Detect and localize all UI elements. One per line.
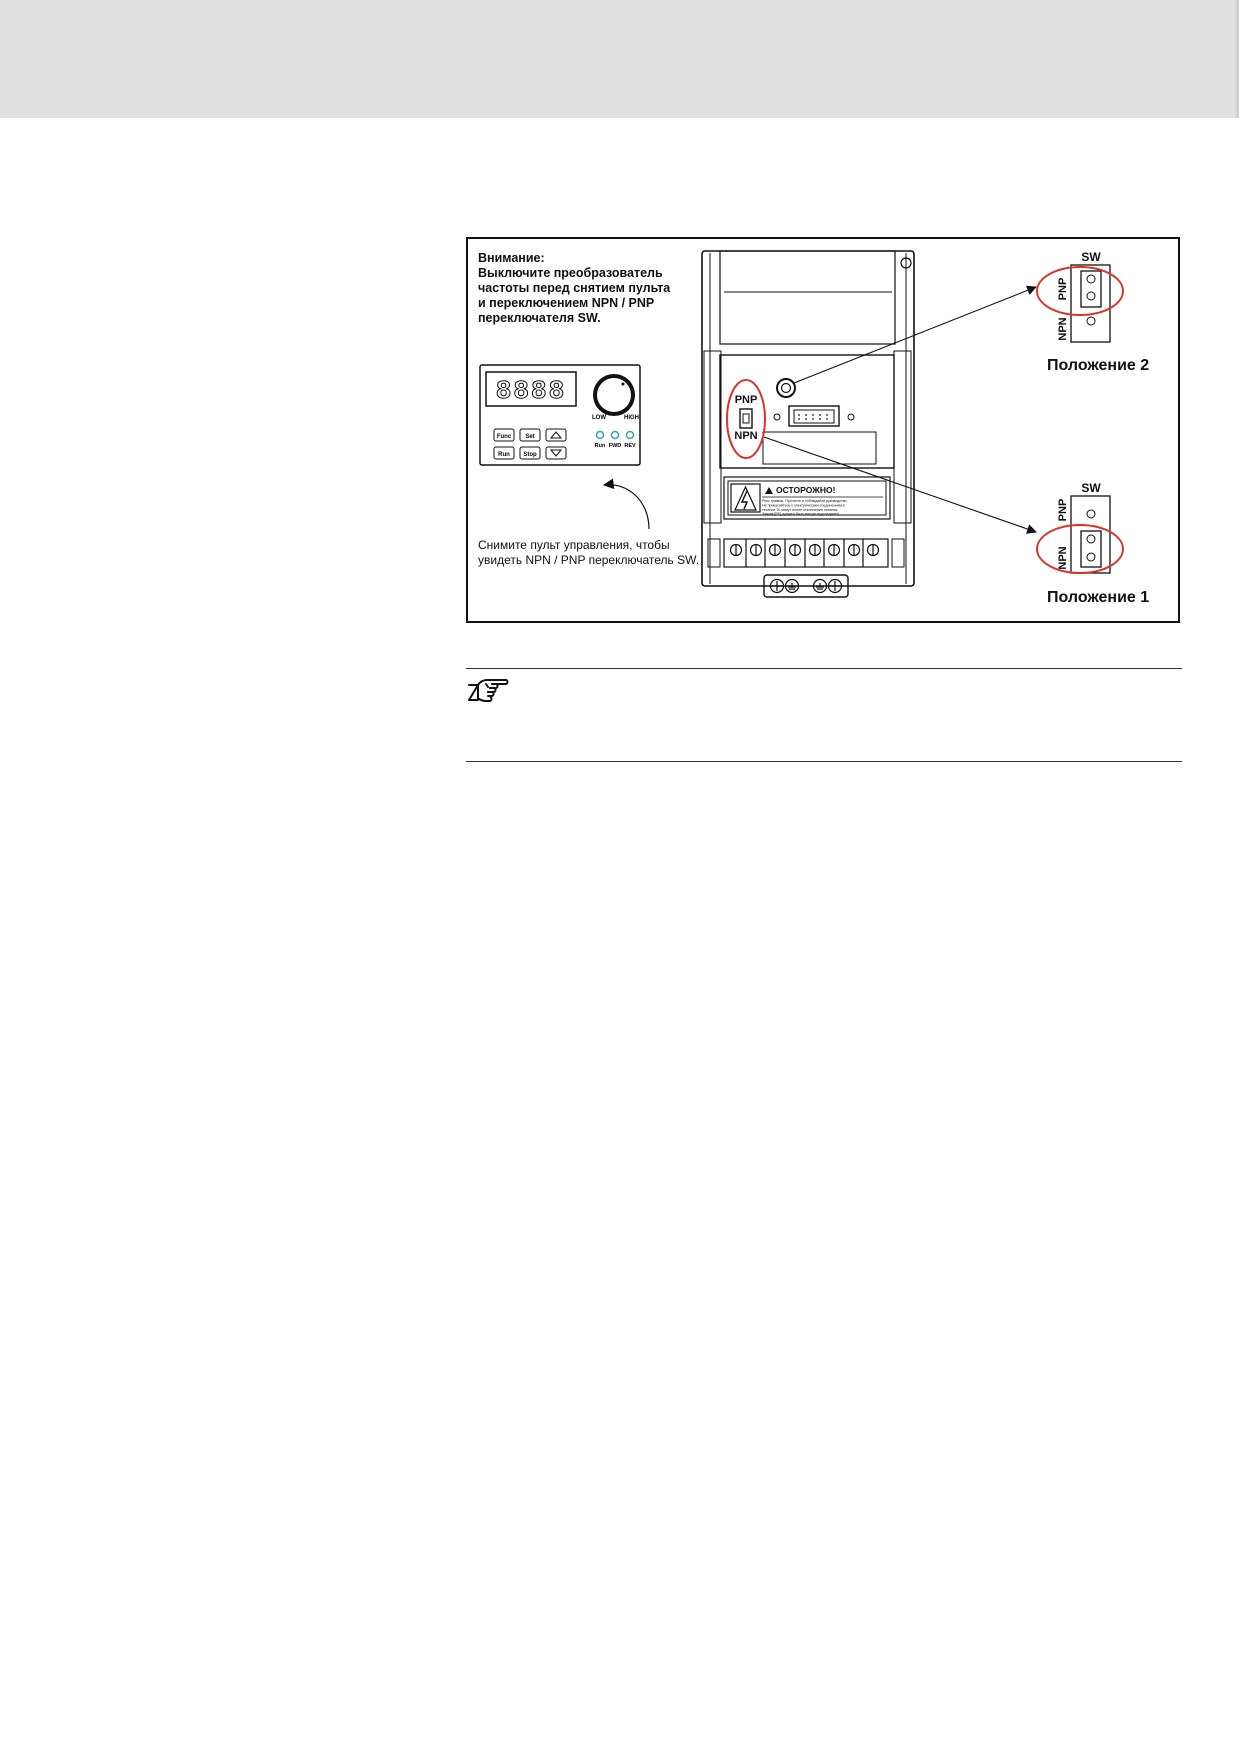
down-button [545, 446, 567, 460]
switch-highlight-ellipse [726, 379, 766, 459]
position-1-npn-label: NPN [1057, 546, 1069, 569]
rev-led-label: REV [624, 443, 636, 449]
remove-line: Снимите пульт управления, чтобы [478, 538, 670, 552]
run-button [493, 446, 515, 460]
set-button-label: Set [525, 434, 534, 440]
caution-line: Зажим (PE) должен быть всегда подсоедине… [762, 512, 840, 516]
position-1-label: Положение 1 [1047, 589, 1149, 606]
stop-button [519, 446, 541, 460]
position-2-sw-label: SW [1081, 250, 1101, 264]
position-1-sw-label: SW [1081, 481, 1101, 495]
position-1-detail: SW PNP NPN Положение 1 [1036, 481, 1149, 606]
warning-line: и переключением NPN / PNP [478, 296, 654, 310]
caution-line: течение 10 минут после отключения питани… [762, 508, 838, 512]
fwd-led [610, 430, 620, 440]
run-led-label: Run [595, 443, 606, 449]
note-bottom-rule [466, 761, 1182, 762]
run-button-label: Run [498, 452, 510, 458]
position-2-detail: SW PNP NPN Положение 2 [1036, 250, 1149, 374]
npn-pnp-switch-figure: Внимание: Выключите преобразователь част… [466, 237, 1180, 623]
remove-keypad-arrow [602, 478, 650, 530]
caution-title: ОСТОРОЖНО! [776, 485, 836, 495]
remove-keypad-text: Снимите пульт управления, чтобы увидеть … [478, 538, 699, 567]
position-2-label: Положение 2 [1047, 357, 1149, 374]
warning-line: Выключите преобразователь [478, 266, 663, 280]
page-header-band [0, 0, 1239, 118]
knob-low-label: LOW [592, 415, 606, 421]
note-top-rule [466, 668, 1182, 669]
down-arrow-icon [549, 449, 563, 457]
device-npn-label: NPN [734, 430, 757, 442]
func-button-label: Func [497, 434, 512, 440]
pointing-hand-icon [468, 679, 509, 702]
warning-line: переключателя SW. [478, 311, 601, 325]
set-button [519, 428, 541, 442]
remove-line: увидеть NPN / PNP переключатель SW. [478, 553, 699, 567]
position-2-pnp-label: PNP [1057, 278, 1069, 301]
fwd-led-label: FWD [609, 443, 622, 449]
device-pnp-label: PNP [735, 394, 758, 406]
arrow-to-position-1 [763, 436, 1037, 534]
speed-knob [593, 374, 635, 416]
caution-line: Не прикасайтесь к электрическим соединен… [762, 504, 845, 508]
warning-line: частоты перед снятием пульта [478, 281, 671, 295]
position-2-highlight-ellipse [1036, 266, 1124, 316]
stop-button-label: Stop [523, 452, 537, 458]
run-led [595, 430, 605, 440]
up-arrow-icon [549, 431, 563, 439]
position-2-npn-label: NPN [1057, 317, 1069, 340]
warning-line: Внимание: [478, 251, 545, 265]
warning-text: Внимание: Выключите преобразователь част… [478, 251, 671, 325]
inverter-device [701, 250, 915, 598]
position-1-pnp-label: PNP [1057, 499, 1069, 522]
arrow-to-position-2 [793, 285, 1037, 384]
terminal-strip [729, 539, 880, 567]
rev-led [625, 430, 635, 440]
header-edge [1236, 0, 1239, 118]
up-button [545, 428, 567, 442]
caution-line: Риск травмы. Прочтите и соблюдайте руков… [762, 499, 848, 503]
func-button [493, 428, 515, 442]
position-1-highlight-ellipse [1036, 524, 1124, 574]
knob-high-label: HIGH [624, 415, 639, 421]
keypad: 8888 LOW HIGH Func Set Run Stop Run FWD … [479, 364, 641, 466]
keypad-display: 8888 [496, 376, 566, 406]
